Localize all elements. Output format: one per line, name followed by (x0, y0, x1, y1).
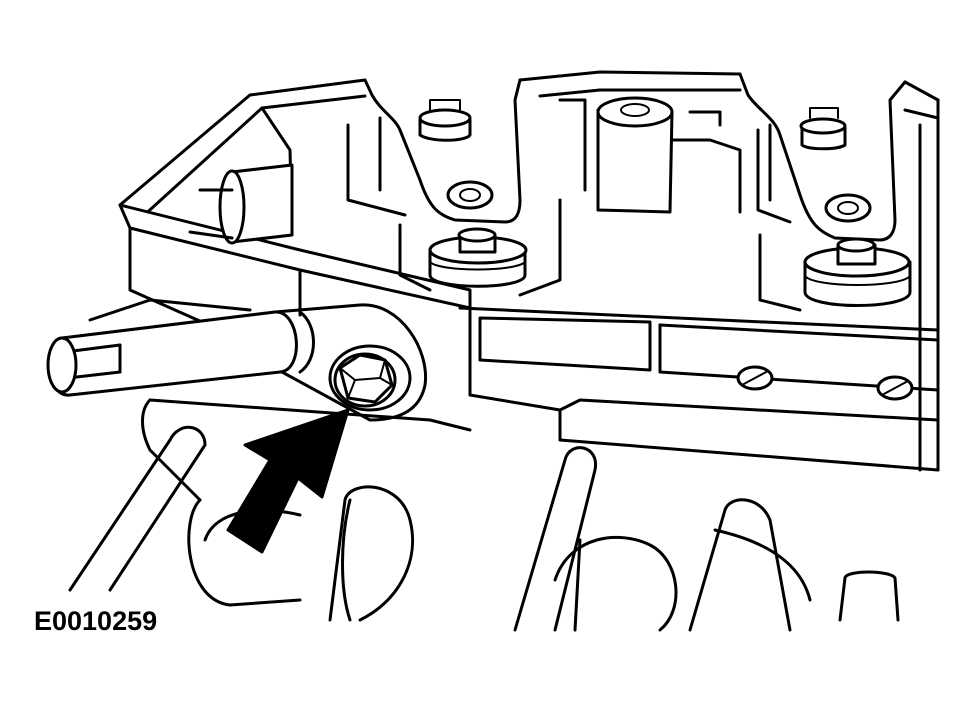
figure-id-label: E0010259 (34, 606, 158, 636)
bracket-right (738, 72, 912, 312)
lower-plate (458, 306, 940, 472)
arrow-icon (226, 408, 350, 554)
retaining-nut (328, 344, 412, 412)
selector-lever (46, 298, 428, 422)
flange-rail (118, 203, 472, 397)
roller-left (188, 163, 294, 245)
bracket-left (346, 78, 562, 297)
lower-casting (68, 398, 900, 632)
housing-outline (118, 70, 940, 472)
center-boss (558, 96, 742, 214)
